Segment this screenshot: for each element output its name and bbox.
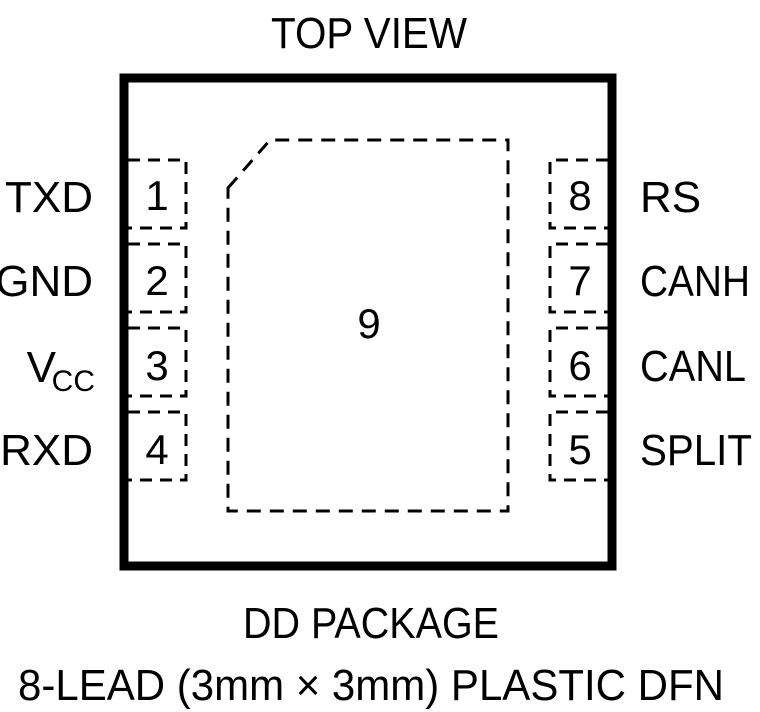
pin-pad-outline bbox=[548, 242, 608, 314]
pin-name: CANH bbox=[640, 257, 750, 306]
pin-number: 3 bbox=[145, 342, 168, 389]
pin-name: CANL bbox=[640, 342, 746, 391]
pin-name-subscript: CC bbox=[52, 365, 95, 398]
package-description: 8-LEAD (3mm × 3mm) PLASTIC DFN bbox=[18, 661, 724, 710]
pin-number: 2 bbox=[145, 257, 168, 304]
pin-name: TXD bbox=[5, 173, 93, 222]
package-name: DD PACKAGE bbox=[243, 599, 499, 648]
right-pin-5: 5 SPLIT bbox=[548, 410, 752, 482]
pin-number: 1 bbox=[145, 172, 168, 219]
pin-name: RS bbox=[640, 173, 701, 222]
left-pin-2: 2 GND bbox=[0, 242, 188, 314]
right-pin-8: 8 RS bbox=[548, 158, 701, 230]
left-pin-4: 4 RXD bbox=[0, 410, 188, 482]
pin-pad-outline bbox=[128, 326, 188, 398]
pin-pad-outline bbox=[548, 326, 608, 398]
pin-number: 8 bbox=[568, 172, 591, 219]
top-view-title: TOP VIEW bbox=[271, 9, 467, 58]
pin-pad-outline bbox=[548, 158, 608, 230]
pin-number: 5 bbox=[568, 426, 591, 473]
exposed-pad-number: 9 bbox=[357, 300, 380, 347]
pin-number: 6 bbox=[568, 342, 591, 389]
pin-name: SPLIT bbox=[640, 426, 752, 475]
package-outline bbox=[119, 73, 617, 571]
pin-name: GND bbox=[0, 257, 93, 306]
pin-pad-outline bbox=[128, 158, 188, 230]
pin-number: 4 bbox=[145, 426, 168, 473]
pin-pad-outline bbox=[548, 410, 608, 482]
pin-pad-outline bbox=[128, 242, 188, 314]
left-pin-3: 3 V CC bbox=[27, 326, 188, 398]
pin-number: 7 bbox=[568, 257, 591, 304]
left-pin-1: 1 TXD bbox=[5, 158, 188, 230]
right-pin-6: 6 CANL bbox=[548, 326, 746, 398]
pin-name: RXD bbox=[0, 426, 93, 475]
pin-name: V bbox=[27, 343, 57, 392]
exposed-pad-outline bbox=[226, 138, 510, 513]
pin-pad-outline bbox=[128, 410, 188, 482]
right-pin-7: 7 CANH bbox=[548, 242, 750, 314]
